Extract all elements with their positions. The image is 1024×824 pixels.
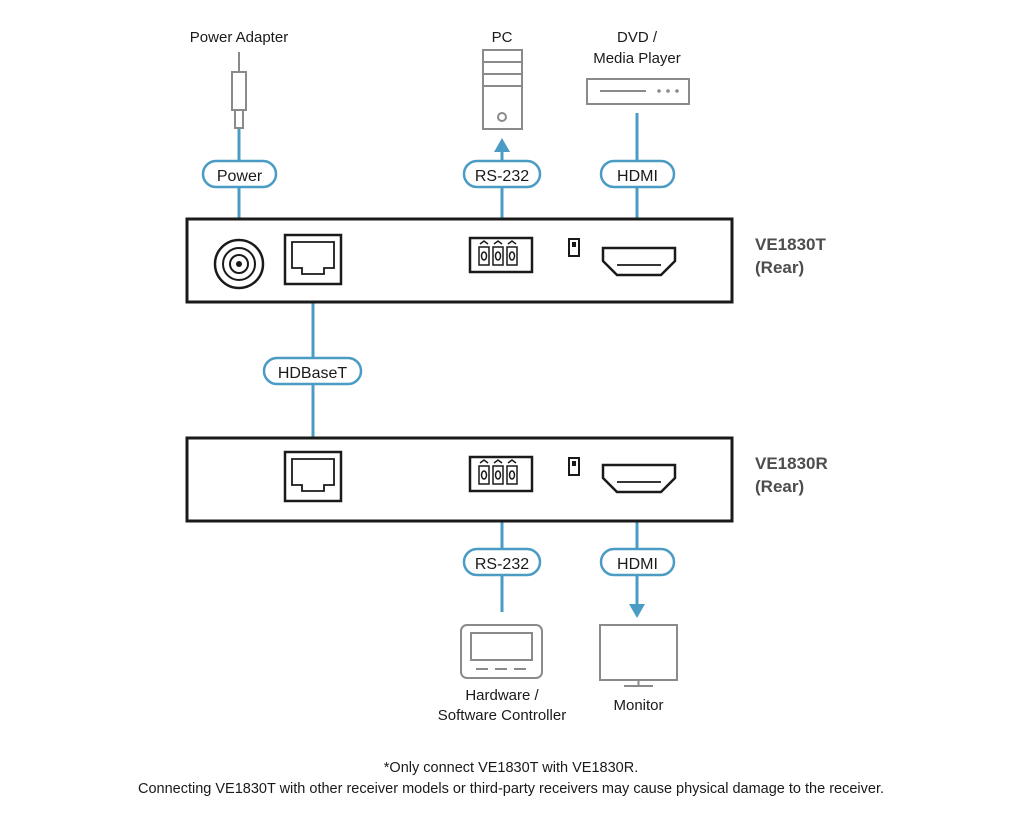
rs232-bottom-label: RS-232 (475, 556, 529, 573)
controller-icon (460, 624, 543, 679)
media-player-icon (586, 78, 690, 105)
pc-label: PC (492, 29, 513, 46)
damage-warning-note: Connecting VE1830T with other receiver m… (138, 781, 884, 797)
power-adapter-label: Power Adapter (190, 29, 288, 46)
receiver-model-label: VE1830R (755, 454, 828, 473)
transmitter-model-label: VE1830T (755, 235, 826, 254)
monitor-icon (599, 624, 678, 687)
transmitter-side-label: (Rear) (755, 258, 804, 277)
dip-switch-receiver-icon (568, 457, 580, 476)
hdmi-port-transmitter-icon (601, 246, 677, 277)
connection-labels: Power RS-232 HDMI HDBaseT RS-232 HDMI (201, 159, 676, 577)
receiver-side-label: (Rear) (755, 477, 804, 496)
media-player-device: DVD / Media Player (586, 29, 690, 105)
rj45-port-receiver-icon (283, 450, 343, 503)
power-adapter-icon (231, 52, 247, 129)
hdbaset-label-pill: HDBaseT (262, 356, 363, 386)
controller-label-line2: Software Controller (438, 707, 566, 724)
compatibility-note: *Only connect VE1830T with VE1830R. (384, 760, 638, 776)
cable-arrows (494, 138, 645, 618)
rj45-port-transmitter-icon (283, 233, 343, 286)
rs232-top-label-pill: RS-232 (462, 159, 542, 189)
rs232-terminal-transmitter-icon (468, 236, 534, 274)
dip-switch-transmitter-icon (568, 238, 580, 257)
rs232-top-label: RS-232 (475, 168, 529, 185)
arrow-up-to-pc (494, 138, 510, 152)
arrow-down-to-monitor (629, 604, 645, 618)
dvd-label-line1: DVD / (617, 29, 658, 46)
dvd-label-line2: Media Player (593, 50, 681, 67)
hdmi-bottom-label: HDMI (617, 556, 658, 573)
pc-tower-icon (482, 49, 523, 130)
controller-label-line1: Hardware / (465, 687, 539, 704)
hdmi-top-label: HDMI (617, 168, 658, 185)
receiver-unit: VE1830R (Rear) (185, 436, 828, 523)
power-adapter-device: Power Adapter (190, 29, 288, 129)
monitor-device: Monitor (599, 624, 678, 714)
power-jack-icon (213, 238, 265, 290)
rs232-terminal-receiver-icon (468, 455, 534, 493)
rs232-bottom-label-pill: RS-232 (462, 547, 542, 577)
hdmi-bottom-label-pill: HDMI (599, 547, 676, 577)
hdmi-top-label-pill: HDMI (599, 159, 676, 189)
monitor-label: Monitor (613, 697, 663, 714)
hdbaset-label: HDBaseT (278, 365, 348, 382)
transmitter-unit: VE1830T (Rear) (185, 217, 826, 304)
media-player-dots (657, 89, 679, 93)
pc-device: PC (482, 29, 523, 130)
power-label: Power (217, 168, 263, 185)
power-label-pill: Power (201, 159, 278, 189)
controller-device: Hardware / Software Controller (438, 624, 566, 724)
hdmi-port-receiver-icon (601, 463, 677, 494)
